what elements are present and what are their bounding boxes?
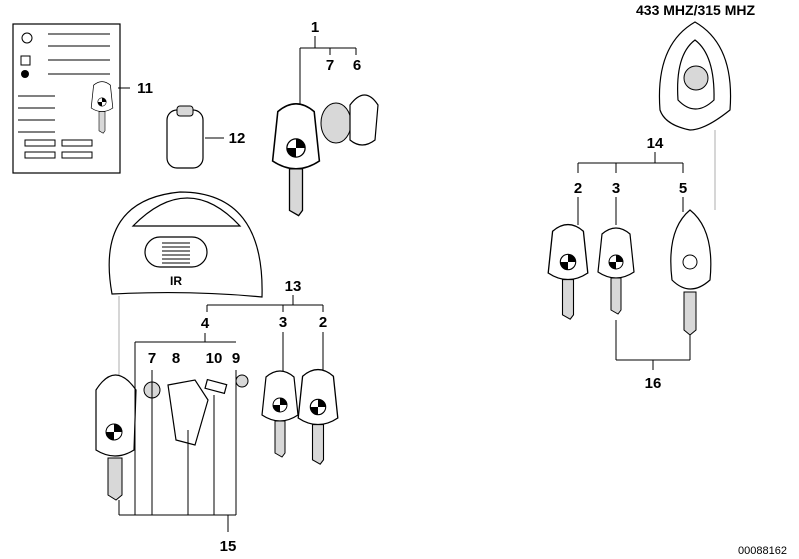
battery-part-7	[320, 102, 352, 144]
callout-14: 14	[647, 135, 664, 152]
ir-label: IR	[170, 274, 182, 288]
callout-12: 12	[229, 130, 246, 147]
remote-key-433mhz	[658, 21, 732, 131]
ir-cover: IR	[108, 191, 263, 298]
callout-13: 13	[285, 278, 302, 295]
key-part-3-right	[597, 227, 635, 315]
callout-4: 4	[201, 315, 210, 332]
callout-15: 15	[220, 538, 237, 555]
key-part-3	[261, 370, 299, 458]
ir-key	[95, 374, 137, 501]
callout-9: 9	[232, 350, 240, 367]
callout-16: 16	[645, 375, 662, 392]
key-documentation-card	[12, 23, 121, 174]
frequency-label: 433 MHZ/315 MHZ	[636, 2, 755, 18]
callout-10: 10	[206, 350, 223, 367]
plate-part-10	[204, 378, 228, 395]
callout-11: 11	[137, 80, 153, 97]
callout-2: 2	[319, 314, 327, 331]
callout-7: 7	[148, 350, 156, 367]
key-fob-part-12	[166, 105, 204, 169]
callout-2: 2	[574, 180, 582, 197]
remote-key-part-5	[670, 209, 712, 336]
callout-1: 1	[311, 19, 319, 36]
callout-3: 3	[279, 314, 287, 331]
key-part-1	[271, 103, 321, 217]
callout-6: 6	[353, 57, 361, 74]
key-part-2	[297, 368, 339, 465]
callout-7: 7	[326, 57, 334, 74]
callout-3: 3	[612, 180, 620, 197]
callout-8: 8	[172, 350, 180, 367]
screw-part-9	[235, 374, 249, 388]
callout-5: 5	[679, 180, 687, 197]
key-part-2-right	[547, 223, 589, 320]
clip-part-8	[167, 379, 209, 446]
diagram-number: 00088162	[738, 545, 787, 557]
cap-part-6	[349, 94, 379, 146]
